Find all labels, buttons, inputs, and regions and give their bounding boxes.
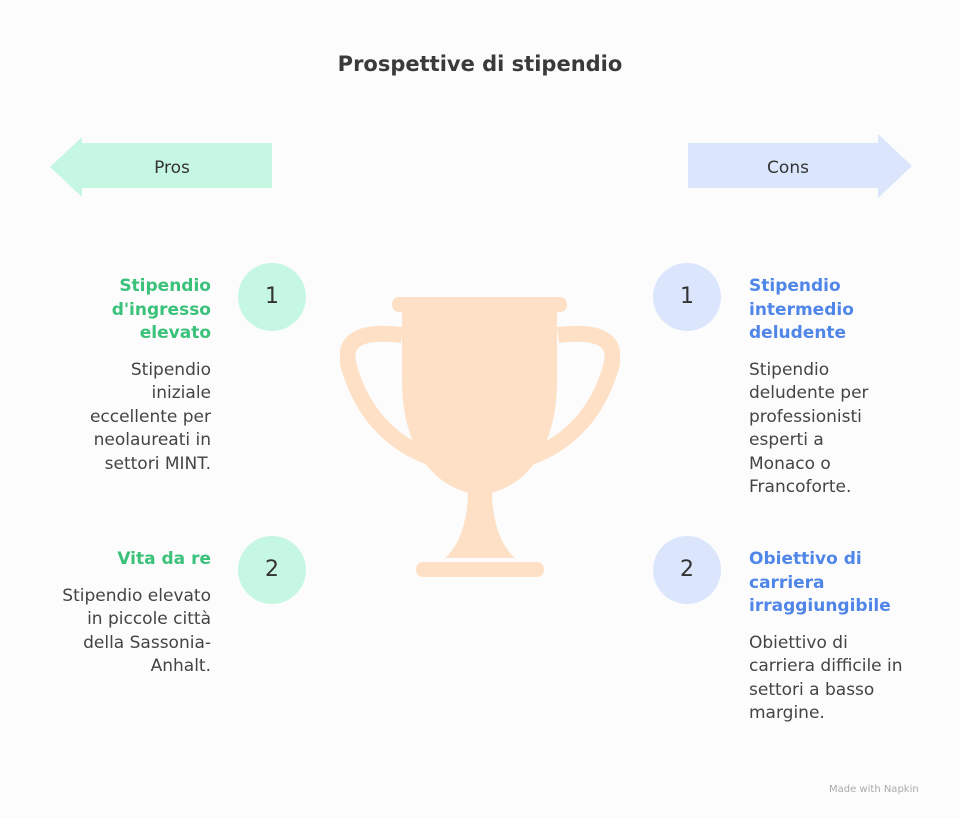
cons-number-2: 2 <box>653 536 721 604</box>
pros-item-text: Stipendio iniziale eccellente per neolau… <box>89 359 211 474</box>
napkin-watermark: Made with Napkin <box>829 784 919 795</box>
cons-item-heading: Stipendio intermedio deludente <box>749 276 854 343</box>
pros-item-1: Stipendio d'ingresso elevato Stipendio i… <box>11 275 211 476</box>
pros-number-2: 2 <box>238 536 306 604</box>
pros-item-heading: Vita da re <box>117 549 211 569</box>
pros-label: Pros <box>154 158 190 178</box>
pros-arrow <box>50 137 272 197</box>
cons-arrow <box>688 134 912 198</box>
cons-item-2: Obiettivo di carriera irraggiungibile Ob… <box>749 548 949 726</box>
cons-item-heading: Obiettivo di carriera irraggiungibile <box>749 549 891 616</box>
pros-item-2: Vita da re Stipendio elevato in piccole … <box>11 548 211 679</box>
cons-item-text: Stipendio deludente per professionisti e… <box>749 359 869 498</box>
pros-number-1: 1 <box>238 263 306 331</box>
pros-item-text: Stipendio elevato in piccole città della… <box>62 585 211 677</box>
pros-item-heading: Stipendio d'ingresso elevato <box>111 276 211 343</box>
page-title: Prospettive di stipendio <box>337 52 623 76</box>
cons-number-1: 1 <box>653 263 721 331</box>
cons-item-text: Obiettivo di carriera difficile in setto… <box>749 632 903 724</box>
cons-item-1: Stipendio intermedio deludente Stipendio… <box>749 275 949 500</box>
cons-label: Cons <box>767 158 809 178</box>
trophy-icon <box>340 297 620 577</box>
